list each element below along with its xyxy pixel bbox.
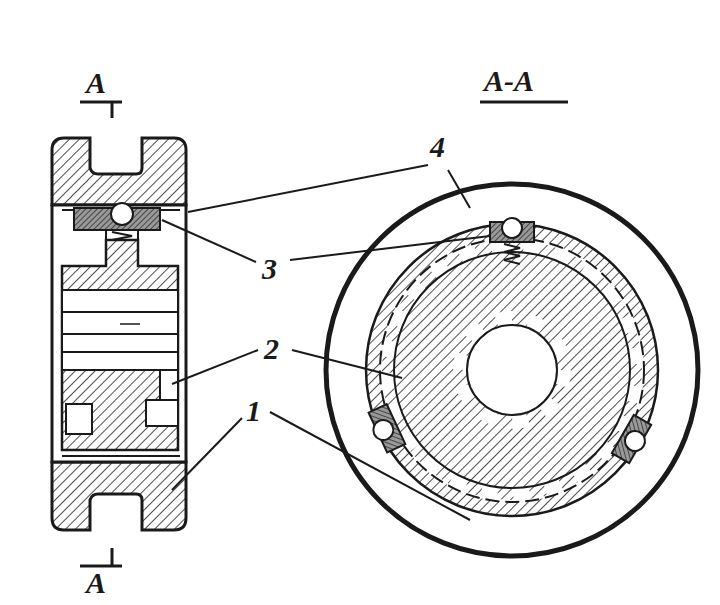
- callout-number: 4: [430, 132, 445, 162]
- callout-number: 2: [264, 334, 279, 364]
- front-section: [326, 184, 698, 556]
- callout-number: 3: [262, 254, 277, 284]
- callout-number: 1: [246, 396, 261, 426]
- section-mark: А: [86, 68, 106, 98]
- section-title: А-А: [484, 66, 534, 96]
- side-section: [52, 138, 186, 530]
- leader-lines: [162, 165, 490, 520]
- section-mark: А: [86, 568, 106, 598]
